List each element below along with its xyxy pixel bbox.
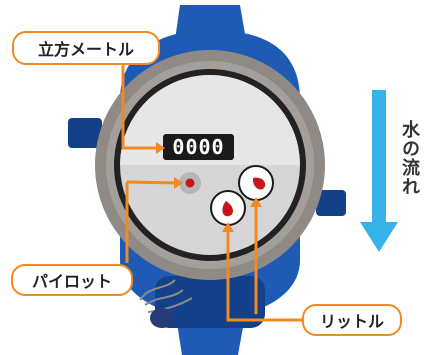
litre-dial-icon: [210, 165, 274, 226]
side-cap-right: [316, 190, 346, 216]
leader-lines: [121, 50, 302, 322]
cubic-meter-label: 立方メートル: [12, 31, 160, 65]
wire-grommet: [150, 308, 174, 328]
litre-needle-upper: [252, 177, 266, 190]
pilot-dial-icon: [179, 172, 201, 194]
litre-label: リットル: [302, 304, 402, 336]
litre-label-text: リットル: [319, 312, 384, 331]
side-cap-left: [68, 118, 102, 148]
pilot-label: パイロット: [11, 264, 133, 296]
leader-arrowheads: [156, 142, 262, 232]
down-arrow-icon: [360, 90, 398, 252]
water-flow-label: 水の流れ: [399, 120, 420, 196]
counter-reading: 0000: [172, 135, 225, 159]
leader-counter: [121, 50, 160, 150]
counter-window: [163, 134, 234, 160]
wires: [139, 279, 193, 313]
leader-pilot-horizontal: [126, 180, 179, 185]
leader-litre-left: [226, 226, 302, 322]
lower-body: [155, 276, 265, 328]
litre-needle-lower: [222, 201, 233, 217]
pilot-label-text: パイロット: [31, 272, 112, 291]
cubic-meter-label-text: 立方メートル: [37, 40, 134, 59]
